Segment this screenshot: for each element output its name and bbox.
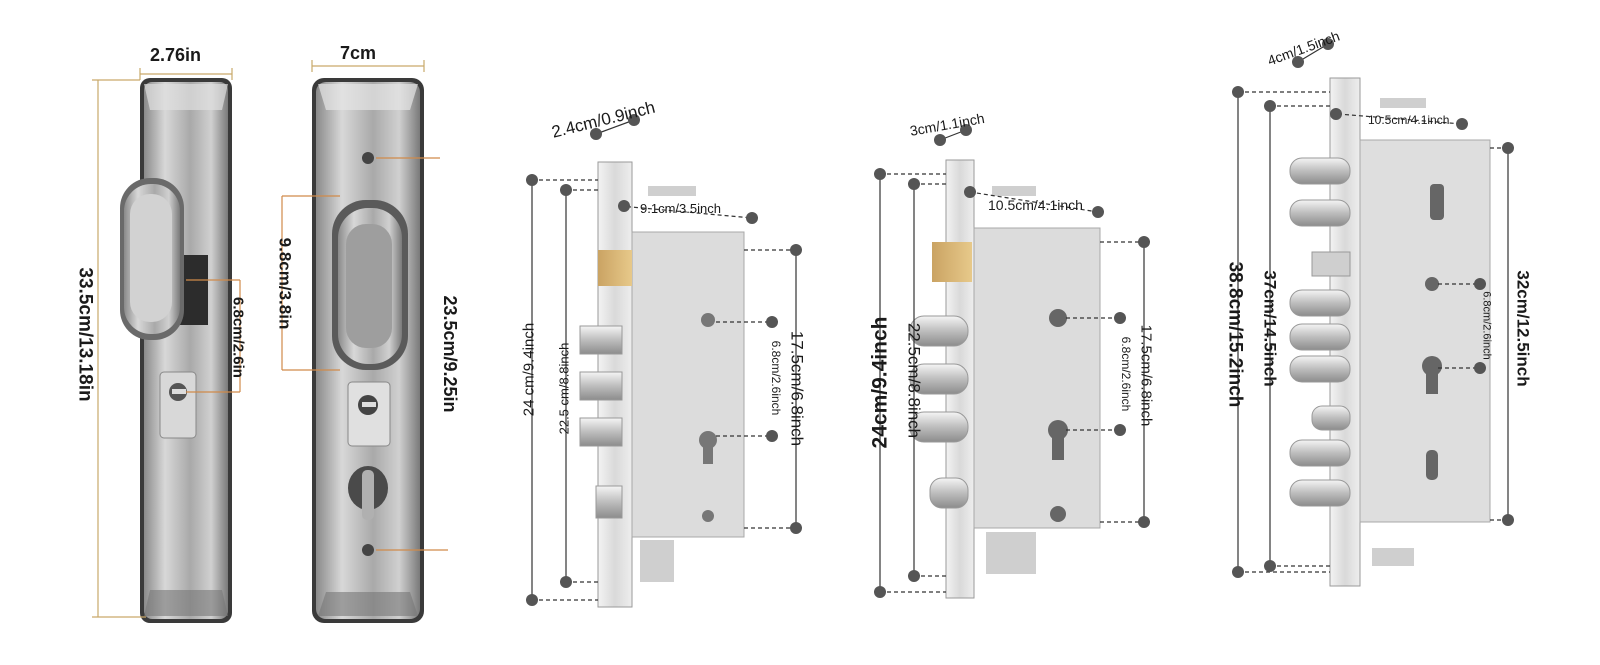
lock3-case-label: 32cm/12.5inch (1513, 270, 1533, 387)
lock2-backset-label: 10.5cm/4.1inch (988, 197, 1083, 213)
lock3-case (1359, 139, 1491, 523)
handle-back-width-label: 7cm (340, 43, 377, 63)
lock1-total-label: 24 cm/9.4inch (520, 322, 538, 417)
lock-body-1-dims (531, 119, 797, 601)
handle-front-knob-label: 6.8cm/2.6in (229, 297, 247, 378)
handle-front-height-label: 33.5cm/13.18in (74, 267, 96, 402)
lock3-inner-label: 37cm/14.5inch (1260, 270, 1280, 387)
lock1-case (631, 231, 745, 538)
lock-body-3-dims (1237, 43, 1509, 573)
lock3-backset-label: 10.5cm/4.1inch (1368, 113, 1450, 127)
handle-front (120, 78, 232, 623)
lock2-latch (932, 242, 972, 282)
lock-body-2-dims (879, 129, 1145, 593)
lock-body-3-dots (1232, 38, 1514, 578)
lock2-inner-label: 22.5cm/8.8inch (904, 322, 924, 439)
lock3-total-label: 38.8cm/15.2inch (1224, 261, 1246, 408)
screw-bottom (362, 544, 374, 556)
lock1-latch (598, 250, 632, 286)
lock-body-3 (1289, 77, 1491, 587)
handle-front-width-label: 2.76in (150, 45, 202, 65)
lock-body-2-dots (874, 124, 1150, 598)
lock3-holes-label: 6.8cm/2.6inch (1480, 291, 1493, 360)
handle-back-dims (281, 60, 448, 551)
keyhole-cover-front (159, 371, 197, 439)
lock-body-1-dots (526, 114, 802, 606)
screw-top (362, 152, 374, 164)
lock1-case-label: 17.5cm/6.8inch (787, 330, 807, 447)
handle-front-plate (144, 82, 228, 619)
lock-body-1 (579, 161, 745, 608)
handle-back-knob-label: 9.8cm/3.8in (275, 237, 295, 330)
lock2-total-label: 24cm/9.4inch (868, 316, 892, 449)
lock2-holes-label: 6.8cm/2.6inch (1119, 336, 1133, 412)
handle-back (312, 78, 424, 623)
handle-front-dims (92, 68, 241, 618)
lock2-case-label: 17.5cm/6.8inch (1137, 324, 1155, 427)
lock-body-2 (909, 159, 1101, 599)
lock2-case (973, 227, 1101, 529)
lock1-inner-label: 22.5 cm/8.8inch (556, 342, 572, 435)
lock1-holes-label: 6.8cm/2.6inch (769, 340, 783, 416)
lock1-backset-label: 9.1cm/3.5inch (640, 201, 721, 216)
handle-back-screw-label: 23.5cm/9.25in (440, 295, 460, 413)
